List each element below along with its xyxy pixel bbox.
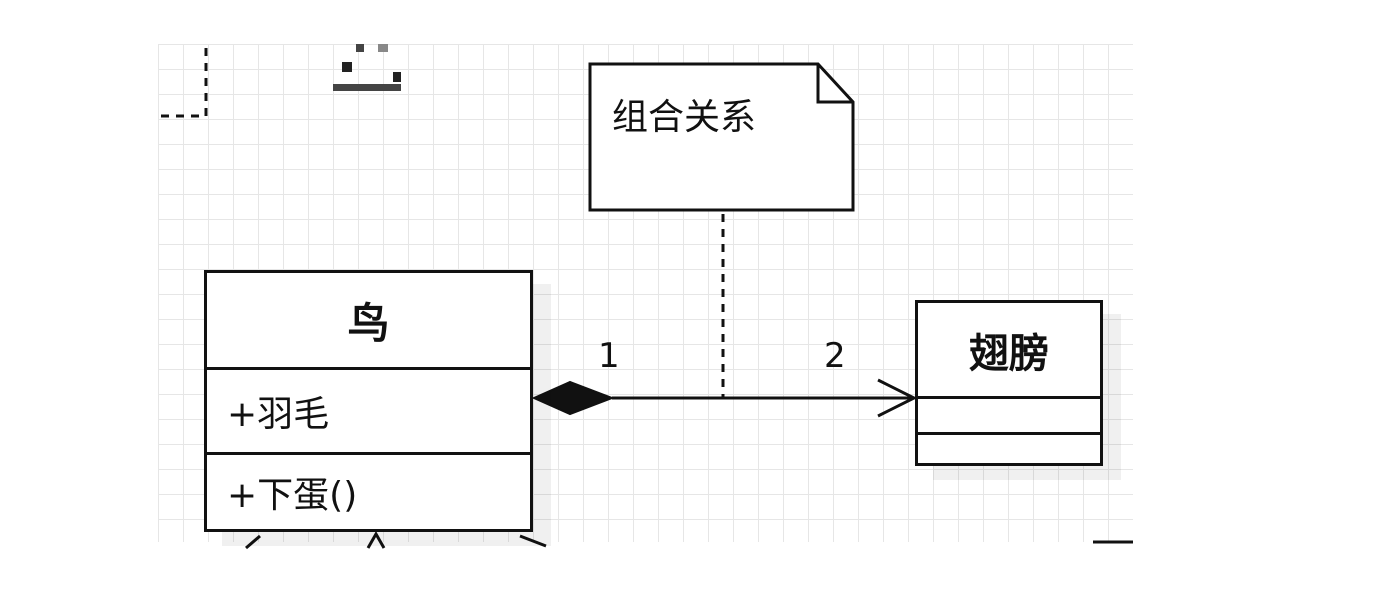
multiplicity-source: 1: [598, 336, 620, 376]
class-bird-operation: +下蛋(): [207, 452, 530, 529]
class-wing-attributes: [918, 396, 1100, 432]
composition-diamond: [531, 380, 615, 416]
composition-arrowhead: [877, 378, 918, 418]
note-text: 组合关系: [612, 97, 757, 138]
note-shape[interactable]: [588, 62, 855, 212]
note-fold: [816, 64, 853, 104]
class-bird-name: 鸟: [347, 298, 390, 348]
partial-bottom-arrows: [245, 530, 1133, 550]
class-wing[interactable]: 翅膀: [915, 300, 1103, 466]
multiplicity-target: 2: [824, 336, 846, 376]
class-wing-name: 翅膀: [969, 330, 1049, 377]
class-bird-attribute: +羽毛: [207, 367, 530, 452]
partial-dashed-element: [158, 48, 208, 118]
partial-icon-fragment: [333, 44, 401, 91]
class-wing-operations: [918, 432, 1100, 463]
class-bird[interactable]: 鸟 +羽毛 +下蛋(): [204, 270, 533, 532]
